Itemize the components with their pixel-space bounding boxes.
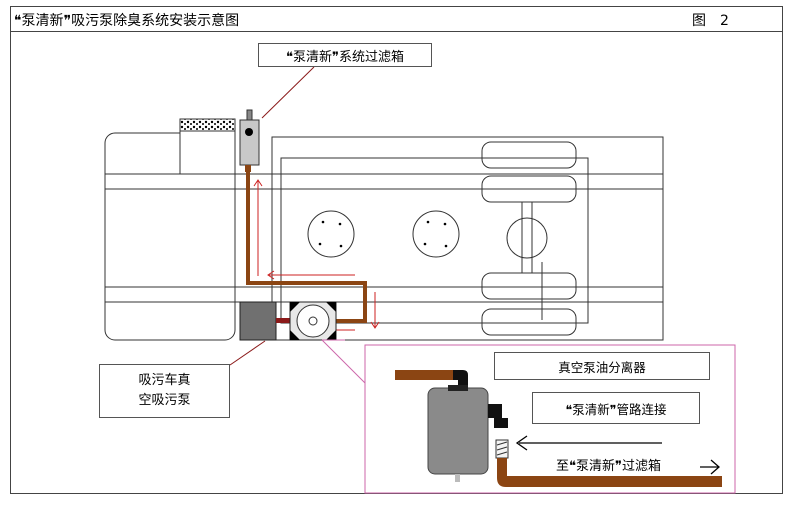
oil-separator-label: 真空泵油分离器 (494, 352, 710, 380)
truck-wheels (307, 141, 577, 336)
inset-connector (321, 339, 366, 384)
flow-arrows (253, 179, 380, 331)
figure-header (10, 6, 783, 32)
suction-pipe (246, 172, 367, 323)
vacuum-pump-label: 吸污车真 空吸污泵 (99, 364, 230, 418)
truck-cab (104, 118, 236, 341)
filter-leader-line (261, 66, 315, 119)
pipe-connection-label: ❝泵清新❞管路连接 (532, 392, 700, 424)
figure-title: ❝泵清新❞吸污泵除臭系统安装示意图 (14, 13, 240, 29)
figure-number: 图 2 (692, 13, 729, 29)
pump-label-line1: 吸污车真 (138, 373, 191, 388)
filter-box (239, 109, 260, 172)
vacuum-pump (239, 301, 337, 341)
oil-separator (395, 370, 722, 487)
to-filter-label: 至❝泵清新❞过滤箱 (556, 459, 661, 474)
pump-leader-line (229, 340, 266, 366)
filter-box-label: ❝泵清新❞系统过滤箱 (258, 43, 432, 67)
inset-arrows (515, 435, 720, 475)
truck-chassis (105, 136, 664, 341)
pump-label-line2: 空吸污泵 (138, 393, 191, 408)
